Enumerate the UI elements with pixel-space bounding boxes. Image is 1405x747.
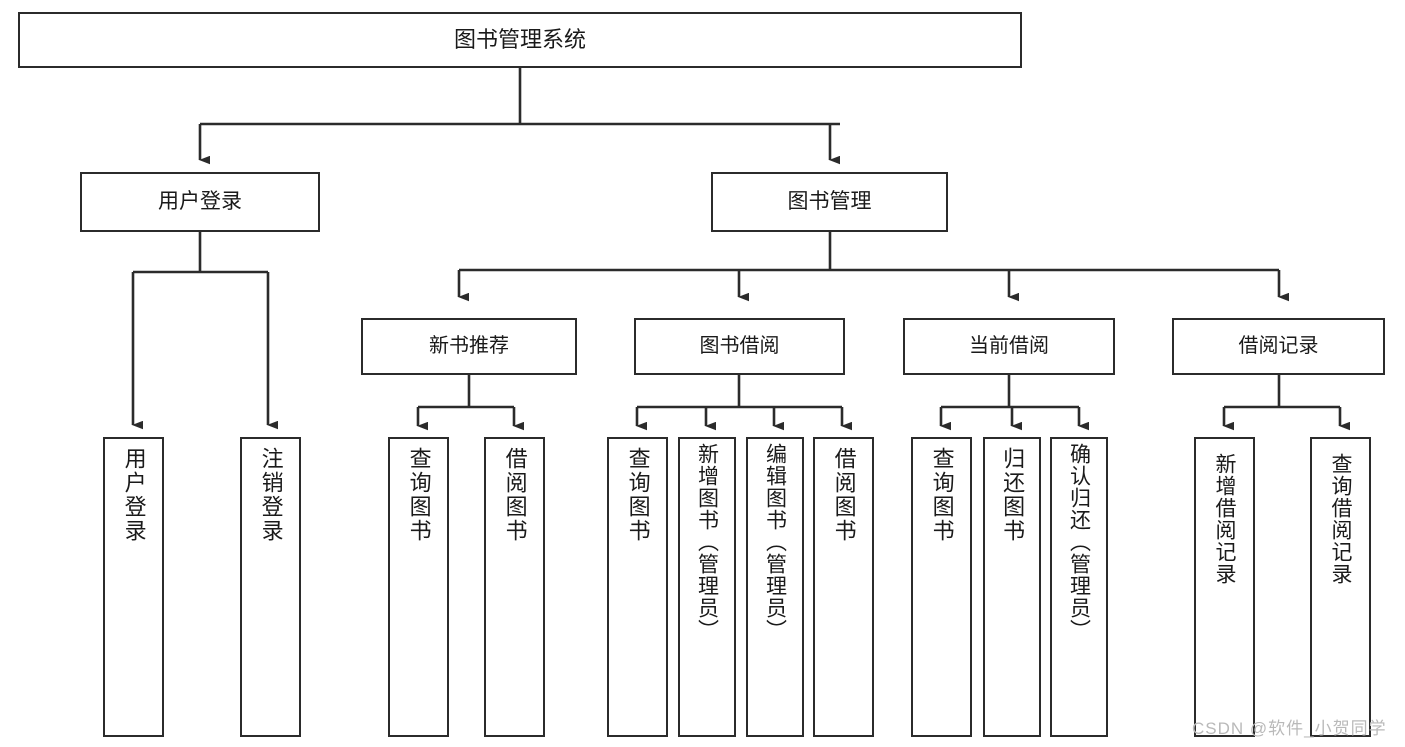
leaf-add-borrow-record[interactable]: 新增借阅记录 xyxy=(1194,437,1255,737)
node-book-borrow[interactable]: 图书借阅 xyxy=(634,318,845,375)
leaf-query-book-2-label: 查询图书 xyxy=(625,447,651,543)
leaf-query-borrow-record[interactable]: 查询借阅记录 xyxy=(1310,437,1371,737)
node-new-book-recommend-label: 新书推荐 xyxy=(429,334,509,357)
leaf-query-book-1[interactable]: 查询图书 xyxy=(388,437,449,737)
leaf-borrow-book-2[interactable]: 借阅图书 xyxy=(813,437,874,737)
leaf-user-login[interactable]: 用户登录 xyxy=(103,437,164,737)
node-book-manage[interactable]: 图书管理 xyxy=(711,172,948,232)
leaf-edit-book-admin[interactable]: 编辑图书（管理员） xyxy=(746,437,804,737)
leaf-confirm-return-admin-label: 确认归还（管理员） xyxy=(1067,443,1091,641)
leaf-borrow-book-2-label: 借阅图书 xyxy=(831,447,857,543)
node-user-login-label: 用户登录 xyxy=(158,189,242,213)
leaf-query-book-2[interactable]: 查询图书 xyxy=(607,437,668,737)
leaf-user-login-label: 用户登录 xyxy=(121,447,147,543)
leaf-add-book-admin[interactable]: 新增图书（管理员） xyxy=(678,437,736,737)
leaf-logout-login[interactable]: 注销登录 xyxy=(240,437,301,737)
leaf-add-book-admin-label: 新增图书（管理员） xyxy=(695,443,719,641)
node-borrow-record[interactable]: 借阅记录 xyxy=(1172,318,1385,375)
node-new-book-recommend[interactable]: 新书推荐 xyxy=(361,318,577,375)
node-current-borrow-label: 当前借阅 xyxy=(969,334,1049,357)
csdn-watermark: CSDN @软件_小贺同学 xyxy=(1192,719,1387,738)
node-borrow-record-label: 借阅记录 xyxy=(1238,334,1319,357)
node-root-label: 图书管理系统 xyxy=(453,27,586,53)
node-current-borrow[interactable]: 当前借阅 xyxy=(903,318,1115,375)
leaf-query-book-1-label: 查询图书 xyxy=(406,447,432,543)
leaf-borrow-book-1[interactable]: 借阅图书 xyxy=(484,437,545,737)
node-user-login[interactable]: 用户登录 xyxy=(80,172,320,232)
node-root[interactable]: 图书管理系统 xyxy=(18,12,1022,68)
leaf-add-borrow-record-label: 新增借阅记录 xyxy=(1213,453,1237,585)
leaf-query-book-3-label: 查询图书 xyxy=(929,447,955,543)
leaf-query-borrow-record-label: 查询借阅记录 xyxy=(1329,453,1353,585)
node-book-manage-label: 图书管理 xyxy=(787,189,872,213)
leaf-edit-book-admin-label: 编辑图书（管理员） xyxy=(763,443,787,641)
leaf-return-book-label: 归还图书 xyxy=(1000,447,1026,543)
leaf-return-book[interactable]: 归还图书 xyxy=(983,437,1041,737)
leaf-query-book-3[interactable]: 查询图书 xyxy=(911,437,972,737)
leaf-logout-login-label: 注销登录 xyxy=(258,447,284,543)
leaf-borrow-book-1-label: 借阅图书 xyxy=(502,447,528,543)
leaf-confirm-return-admin[interactable]: 确认归还（管理员） xyxy=(1050,437,1108,737)
node-book-borrow-label: 图书借阅 xyxy=(699,334,780,357)
